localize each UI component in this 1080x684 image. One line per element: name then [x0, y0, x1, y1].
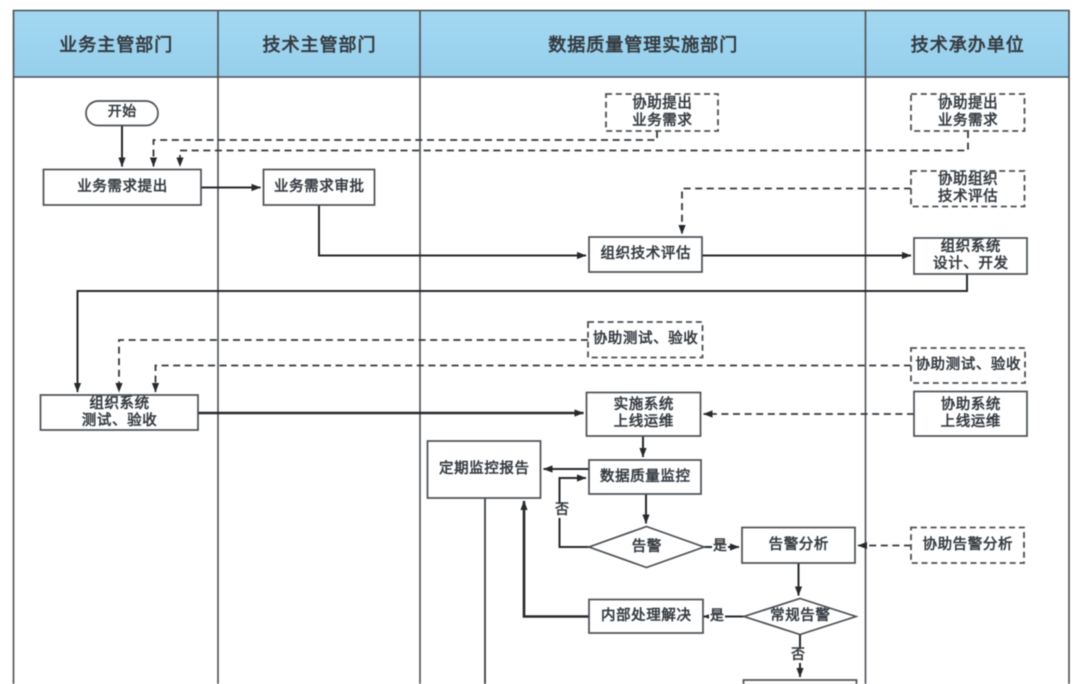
node-assist-alarm-analysis: 协助告警分析 [922, 536, 1014, 553]
edge-label-no-loop: 否 [554, 502, 570, 518]
shape-impl-sys-ops [585, 391, 702, 437]
node-assist-sys-ops: 协助系统上线运维 [940, 396, 1001, 430]
edge-assist-propose-vendor-to-propose [176, 131, 969, 167]
lane-header-dqm-dept: 数据质量管理实施部门 [420, 11, 866, 78]
edge-assist-test-vendor-to-test [151, 364, 911, 393]
shape-internal-resolve [588, 598, 704, 634]
edge-approve-to-eval [318, 205, 587, 260]
shape-propose-req [42, 168, 202, 206]
node-start: 开始 [107, 105, 137, 121]
shape-assist-propose-impl [605, 93, 719, 132]
node-assist-test-impl: 协助测试、验收 [592, 331, 699, 348]
shape-alarm-analysis [741, 526, 856, 564]
shape-monitor-report [426, 440, 542, 499]
shape-org-sys-design [913, 237, 1028, 275]
lane-header-tech-vendor: 技术承办单位 [866, 11, 1070, 78]
shape-approve-req [262, 168, 376, 206]
edge-label-regular-yes: 是 [709, 609, 725, 624]
node-org-sys-test: 组织系统测试、验收 [81, 395, 158, 429]
node-assist-propose-impl: 协助提出业务需求 [632, 95, 693, 129]
node-dq-monitor: 数据质量监控 [599, 468, 691, 485]
edge-label-regular-no: 否 [790, 647, 806, 663]
node-propose-req: 业务需求提出 [77, 178, 168, 195]
node-org-sys-design: 组织系统设计、开发 [933, 239, 1009, 272]
shape-assist-propose-vendor [910, 93, 1026, 132]
lane-header-tech-dept: 技术主管部门 [218, 11, 420, 78]
shape-alarm-diamond [586, 525, 707, 569]
node-internal-resolve: 内部处理解决 [600, 607, 692, 624]
lane-header-label: 业务主管部门 [59, 34, 174, 55]
node-alarm: 告警 [631, 538, 662, 555]
edge-assist-eval-to-eval [678, 187, 911, 235]
shape-dq-monitor [588, 459, 702, 495]
shape-assist-test-vendor [910, 347, 1026, 384]
node-approve-req: 业务需求审批 [273, 178, 365, 195]
node-assist-test-vendor: 协助测试、验收 [915, 357, 1022, 374]
lane-header-business-dept: 业务主管部门 [14, 11, 219, 78]
edge-assist-propose-impl-to-propose [149, 131, 658, 167]
node-alarm-analysis: 告警分析 [768, 536, 829, 553]
node-impl-sys-ops: 实施系统上线运维 [613, 397, 674, 431]
edge-resolve-to-report [520, 500, 589, 618]
shape-regular-alarm-diamond [741, 597, 859, 636]
shape-org-tech-eval [588, 236, 703, 273]
node-assist-propose-vendor: 协助提出业务需求 [937, 95, 999, 129]
edge-label-alarm-yes: 是 [712, 538, 728, 554]
lane-header-label: 技术承办单位 [910, 34, 1025, 55]
edge-assist-test-impl-to-test [115, 339, 588, 393]
shape-org-sys-test [39, 394, 199, 431]
shape-assist-sys-ops [913, 390, 1028, 437]
node-regular-alarm: 常规告警 [770, 608, 831, 625]
shape-bottom-partial [742, 679, 858, 684]
node-monitor-report: 定期监控报告 [438, 461, 530, 478]
node-org-tech-eval: 组织技术评估 [600, 246, 692, 263]
shape-assist-test-impl [587, 321, 704, 359]
edge-design-to-test [73, 274, 968, 393]
shape-assist-tech-eval [910, 170, 1026, 208]
node-assist-tech-eval: 协助组织技术评估 [937, 171, 999, 205]
lane-header-label: 数据质量管理实施部门 [548, 34, 739, 55]
frame-border [12, 9, 1070, 684]
header-band [13, 10, 1069, 77]
lane-header-label: 技术主管部门 [262, 34, 377, 55]
shape-assist-alarm-analysis [910, 526, 1025, 564]
shape-start [85, 100, 159, 127]
